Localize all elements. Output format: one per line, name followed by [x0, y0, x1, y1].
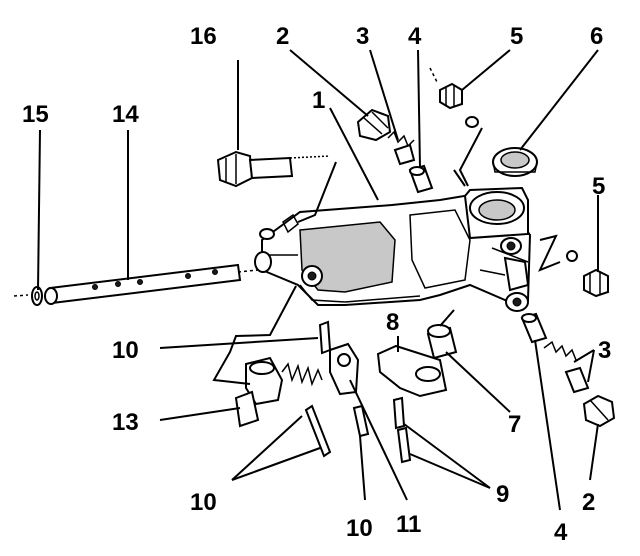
pin-part-10-a [318, 320, 332, 355]
callout-15: 15 [22, 101, 49, 128]
callout-5-top: 5 [510, 23, 523, 50]
pin-part-9-b [396, 426, 412, 464]
pin-part-10-c [352, 404, 370, 438]
plug-part-2-top [356, 108, 392, 142]
callout-3-right: 3 [598, 337, 611, 364]
callout-10-bottom: 10 [346, 515, 373, 542]
fitting-part-5-top [429, 67, 479, 128]
callout-8: 8 [386, 309, 399, 336]
pin-part-10-b [304, 404, 332, 458]
callout-10-upper: 10 [112, 337, 139, 364]
routing-lines [212, 127, 561, 385]
callout-3-top: 3 [356, 23, 369, 50]
callout-1: 1 [312, 87, 325, 114]
ring-part-15 [31, 286, 43, 306]
actuator-part-13 [234, 356, 323, 428]
callout-5-right: 5 [592, 173, 605, 200]
callout-7: 7 [508, 411, 521, 438]
fitting-part-5-right [566, 250, 609, 298]
housing-part-1 [254, 193, 532, 306]
plug-part-2-bottom [582, 394, 616, 428]
housing-right-bore [479, 247, 529, 276]
bracket-part-8 [376, 344, 448, 398]
callout-4-bottom: 4 [554, 519, 568, 546]
callout-2-bottom: 2 [582, 489, 595, 516]
callout-9: 9 [496, 481, 509, 508]
shaft-part-14 [13, 263, 259, 305]
spring-part-3-top [387, 130, 416, 166]
callout-11: 11 [396, 511, 421, 538]
callout-6: 6 [590, 23, 603, 50]
cap-part-6 [492, 147, 538, 177]
fitting-part-16 [216, 150, 331, 188]
bushing-part-7 [426, 324, 458, 360]
seat-part-4-top [408, 164, 434, 194]
spring-part-3-right [543, 340, 590, 394]
seat-part-4-right [520, 312, 548, 344]
callout-14: 14 [112, 101, 139, 128]
leader-lines [37, 49, 599, 511]
callout-13: 13 [112, 409, 139, 436]
callout-2-top: 2 [276, 23, 289, 50]
callout-4-top: 4 [408, 23, 422, 50]
housing-upper-bore [463, 186, 530, 312]
callout-10-lower: 10 [190, 489, 217, 516]
pin-part-9-a [392, 396, 406, 430]
callout-16: 16 [190, 23, 217, 50]
